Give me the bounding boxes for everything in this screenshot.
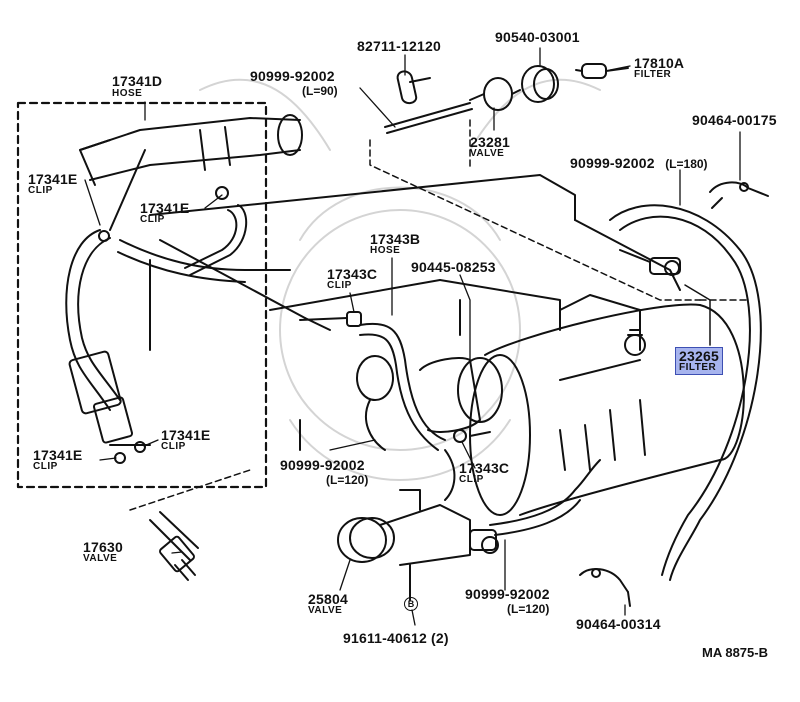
part-length: (L=120)	[326, 473, 369, 487]
part-desc: VALVE	[470, 148, 505, 159]
part-91611-40612: 91611-40612 (2)	[343, 630, 449, 646]
part-number: 23281	[470, 134, 510, 150]
air-hose-17341D	[79, 114, 303, 231]
ring-90540	[521, 65, 559, 103]
part-23265-highlighted[interactable]: 23265 FILTER	[675, 347, 723, 375]
valve-17630	[149, 511, 199, 581]
dashed-leaders	[129, 119, 751, 511]
part-90999-92002-l90: 90999-92002 (L=90)	[250, 69, 338, 97]
part-desc: FILTER	[679, 362, 717, 373]
part-desc: CLIP	[140, 214, 165, 225]
part-number: 17630	[83, 539, 123, 555]
part-90445-08253: 90445-08253	[411, 259, 496, 275]
part-25804: 25804 VALVE	[308, 592, 348, 616]
hose-l90	[384, 102, 473, 134]
part-17341E-d: 17341E CLIP	[161, 428, 210, 452]
part-number: 90999-92002	[280, 457, 365, 473]
part-length: (L=90)	[302, 84, 338, 98]
valve-23281	[469, 77, 521, 111]
part-desc: CLIP	[327, 280, 352, 291]
part-length: (L=180)	[665, 157, 708, 171]
part-90999-92002-l180: 90999-92002 (L=180)	[570, 156, 708, 172]
part-number: 17341E	[140, 200, 190, 216]
part-desc: CLIP	[459, 474, 484, 485]
part-desc: CLIP	[28, 185, 53, 196]
part-90999-92002-l120-a: 90999-92002 (L=120)	[280, 458, 368, 486]
clip-82711	[396, 70, 431, 104]
hose-l120-lower	[489, 459, 601, 536]
valve-25804	[337, 489, 499, 591]
clip-17343C-upper	[299, 311, 362, 327]
clamp-90464-00314	[579, 568, 631, 607]
valve-middle	[356, 355, 503, 451]
part-length: (L=120)	[507, 602, 550, 616]
part-number: 17341E	[28, 171, 78, 187]
part-desc: HOSE	[112, 88, 143, 99]
label-leaders	[84, 47, 741, 626]
part-17630: 17630 VALVE	[83, 540, 123, 564]
engine-block	[149, 174, 681, 451]
hose-l180	[609, 204, 762, 581]
part-desc: VALVE	[83, 553, 118, 564]
clip-17343C-lower	[453, 429, 491, 443]
part-desc: CLIP	[161, 441, 186, 452]
part-number: 17343B	[370, 231, 421, 247]
part-number: 17341E	[33, 447, 83, 463]
part-number: 17341E	[161, 427, 211, 443]
part-desc: HOSE	[370, 245, 401, 256]
part-17343C-b: 17343C CLIP	[459, 461, 509, 485]
part-number: 17810A	[634, 55, 685, 71]
clamp-90464-00175	[709, 181, 769, 209]
circle-b-marker: B	[404, 597, 418, 611]
part-90540-03001: 90540-03001	[495, 29, 580, 45]
clips-left	[98, 186, 229, 464]
part-17341E-c: 17341E CLIP	[33, 448, 82, 472]
watermark	[199, 78, 601, 481]
part-desc: VALVE	[308, 605, 343, 616]
part-17343C-a: 17343C CLIP	[327, 267, 377, 291]
sheet-reference: MA 8875-B	[702, 645, 768, 660]
part-number: 25804	[308, 591, 348, 607]
part-desc: CLIP	[33, 461, 58, 472]
part-17343B: 17343B HOSE	[370, 232, 420, 256]
part-number: 17343C	[459, 460, 510, 476]
hose-group-box	[16, 101, 268, 489]
part-number: 90999-92002	[250, 68, 335, 84]
bolt-marker: B	[404, 595, 418, 611]
part-17341E-a: 17341E CLIP	[28, 172, 77, 196]
part-number: 90999-92002	[465, 586, 550, 602]
part-number: 17343C	[327, 266, 378, 282]
part-desc: FILTER	[634, 69, 672, 80]
part-number: 17341D	[112, 73, 163, 89]
part-82711-12120: 82711-12120	[357, 38, 441, 54]
part-90999-92002-l120-b: 90999-92002 (L=120)	[465, 587, 550, 615]
hose-17343B	[359, 322, 456, 501]
part-17341E-b: 17341E CLIP	[140, 201, 189, 225]
part-number: 90999-92002	[570, 155, 655, 171]
filter-17810A	[575, 63, 629, 79]
intake-plenum	[469, 294, 745, 516]
part-90464-00314: 90464-00314	[576, 616, 661, 632]
part-number: 23265	[679, 348, 719, 364]
part-23281: 23281 VALVE	[470, 135, 510, 159]
part-17341D: 17341D HOSE	[112, 74, 162, 99]
filter-23265-connector	[619, 249, 681, 276]
part-90464-00175: 90464-00175	[692, 112, 777, 128]
part-17810A: 17810A FILTER	[634, 56, 684, 80]
small-hoses-left	[65, 204, 291, 446]
